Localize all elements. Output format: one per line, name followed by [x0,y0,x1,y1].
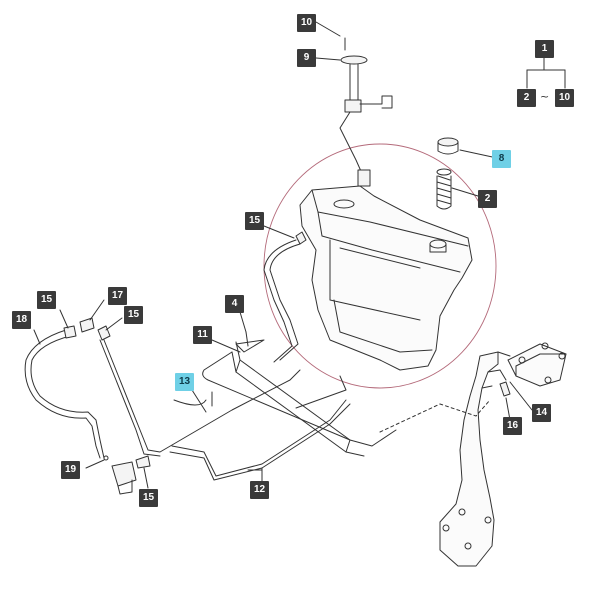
tank-support-frame [202,311,397,457]
fuel-filter [85,455,151,495]
callout-13: 13 [175,373,194,391]
tank-hose [269,243,301,361]
callout-19: 19 [61,461,80,479]
tank-cap [437,137,498,159]
callout-12: 12 [250,481,269,499]
callout-1: 1 [535,40,554,58]
callout-10-range-end: 10 [555,89,574,107]
callout-8: 8 [492,150,511,168]
hose-left [24,329,105,459]
callout-18: 18 [12,311,31,329]
callout-11: 11 [193,326,212,344]
dashed-connection [379,399,491,433]
detail-circle [263,143,497,389]
callout-15-left: 15 [37,291,56,309]
callout-4: 4 [225,295,244,313]
mounting-bracket [439,342,567,567]
callout-15-filter: 15 [139,489,158,507]
range-bracket [526,55,566,89]
fuel-tank [299,185,473,371]
callout-2: 2 [478,190,497,208]
callout-17: 17 [108,287,127,305]
callout-10: 10 [297,14,316,32]
callout-16: 16 [503,417,522,435]
callout-15-tank: 15 [245,212,264,230]
fuel-sender-unit [339,37,393,187]
callout-14: 14 [532,404,551,422]
callout-15-clamp: 15 [124,306,143,324]
callout-2-range-start: 2 [517,89,536,107]
callout-9: 9 [297,49,316,67]
filler-neck-strainer [436,168,479,210]
range-separator: ~ [540,90,550,103]
